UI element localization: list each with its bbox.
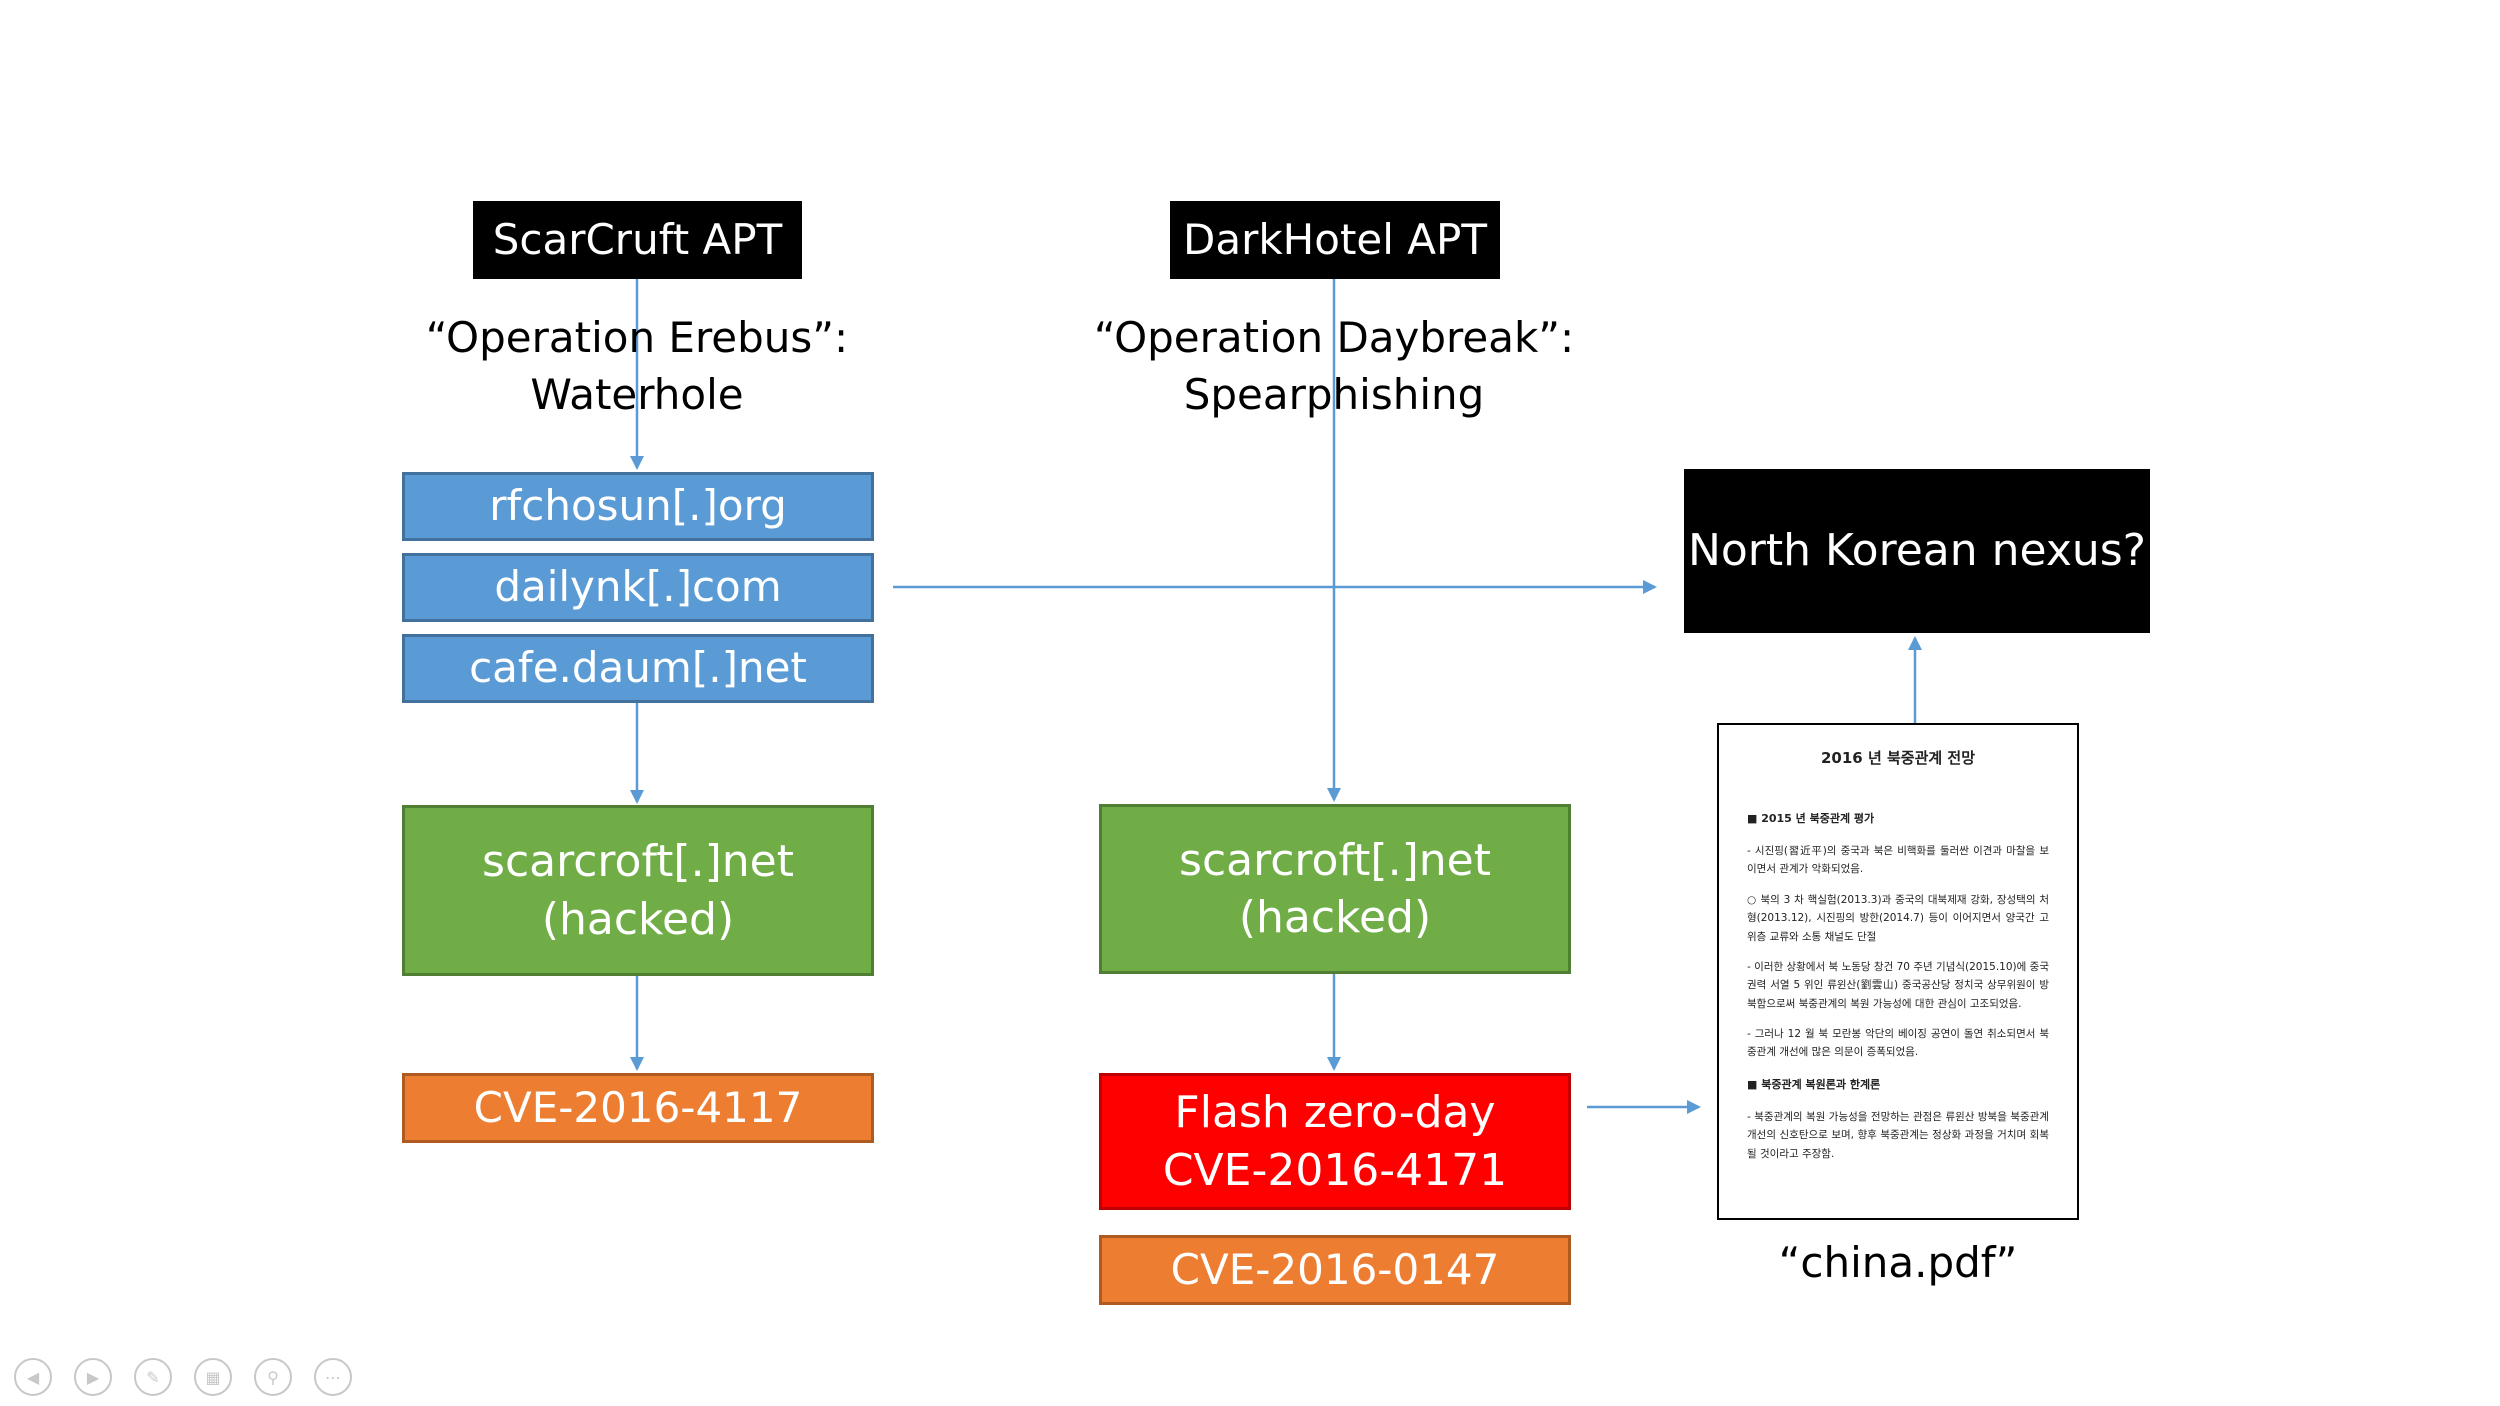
darkhotel-apt-label: DarkHotel APT: [1183, 214, 1487, 264]
daybreak-line-2: Spearphishing: [1183, 369, 1485, 419]
hacked-status-label: (hacked): [541, 893, 735, 945]
cve-label: CVE-2016-4117: [473, 1082, 803, 1132]
pdf-caption: “china.pdf”: [1778, 1238, 2018, 1287]
flash-label: Flash zero-day: [1174, 1087, 1496, 1139]
hacked-site-box-left: scarcroft[.]net (hacked): [402, 805, 874, 976]
document-title: 2016 년 북중관계 전망: [1820, 749, 1975, 767]
cve-label: CVE-2016-4171: [1162, 1144, 1508, 1196]
site-label: cafe.daum[.]net: [469, 643, 807, 693]
zoom-icon[interactable]: ⚲: [254, 1358, 292, 1396]
darkhotel-apt-box: DarkHotel APT: [1170, 201, 1500, 279]
document-thumbnail: 2016 년 북중관계 전망 ■ 2015 년 북중관계 평가 - 시진핑(習近…: [1717, 723, 2079, 1220]
more-icon[interactable]: ⋯: [314, 1358, 352, 1396]
operation-erebus-label: “Operation Erebus”: Waterhole: [397, 310, 877, 423]
document-paragraph: - 북중관계의 복원 가능성을 전망하는 관점은 류윈산 방북을 북중관계 개선…: [1747, 1110, 2049, 1160]
operation-daybreak-label: “Operation Daybreak”: Spearphishing: [1074, 310, 1594, 423]
site-label: dailynk[.]com: [494, 562, 782, 612]
site-box-dailynk: dailynk[.]com: [402, 553, 874, 622]
hacked-site-label: scarcroft[.]net: [1179, 834, 1491, 886]
next-icon[interactable]: ▶: [74, 1358, 112, 1396]
site-box-rfchosun: rfchosun[.]org: [402, 472, 874, 541]
document-paragraph: - 그러나 12 월 북 모란봉 악단의 베이징 공연이 돌연 취소되면서 북중…: [1747, 1028, 2049, 1059]
cve-label: CVE-2016-0147: [1170, 1244, 1500, 1294]
cve-box-right: CVE-2016-0147: [1099, 1235, 1571, 1305]
pen-icon[interactable]: ✎: [134, 1358, 172, 1396]
document-paragraph: - 시진핑(習近平)의 중국과 북은 비핵화를 둘러싼 이견과 마찰을 보이면서…: [1747, 845, 2049, 876]
erebus-line-2: Waterhole: [530, 369, 744, 419]
cve-box-left: CVE-2016-4117: [402, 1073, 874, 1143]
north-korean-nexus-box: North Korean nexus?: [1684, 469, 2150, 633]
hacked-site-box-right: scarcroft[.]net (hacked): [1099, 804, 1571, 974]
previous-icon[interactable]: ◀: [14, 1358, 52, 1396]
scarcruft-apt-label: ScarCruft APT: [492, 214, 783, 264]
scarcruft-apt-box: ScarCruft APT: [473, 201, 802, 279]
site-box-cafe-daum: cafe.daum[.]net: [402, 634, 874, 703]
daybreak-line-1: “Operation Daybreak”:: [1093, 313, 1575, 362]
hacked-site-label: scarcroft[.]net: [482, 836, 794, 888]
nexus-label: North Korean nexus?: [1687, 525, 2147, 577]
flash-zero-day-box: Flash zero-day CVE-2016-4171: [1099, 1073, 1571, 1210]
slideshow-controls: ◀ ▶ ✎ ▦ ⚲ ⋯: [14, 1358, 352, 1396]
site-label: rfchosun[.]org: [489, 481, 787, 531]
document-section-heading: ■ 2015 년 북중관계 평가: [1747, 812, 1875, 825]
document-paragraph: ○ 북의 3 차 핵실험(2013.3)과 중국의 대북제재 강화, 장성택의 …: [1747, 893, 2049, 943]
document-paragraph: - 이러한 상황에서 북 노동당 창건 70 주년 기념식(2015.10)에 …: [1747, 960, 2049, 1010]
slides-icon[interactable]: ▦: [194, 1358, 232, 1396]
hacked-status-label: (hacked): [1238, 892, 1432, 943]
erebus-line-1: “Operation Erebus”:: [425, 313, 849, 362]
document-section-heading: ■ 북중관계 복원론과 한계론: [1747, 1077, 1881, 1091]
